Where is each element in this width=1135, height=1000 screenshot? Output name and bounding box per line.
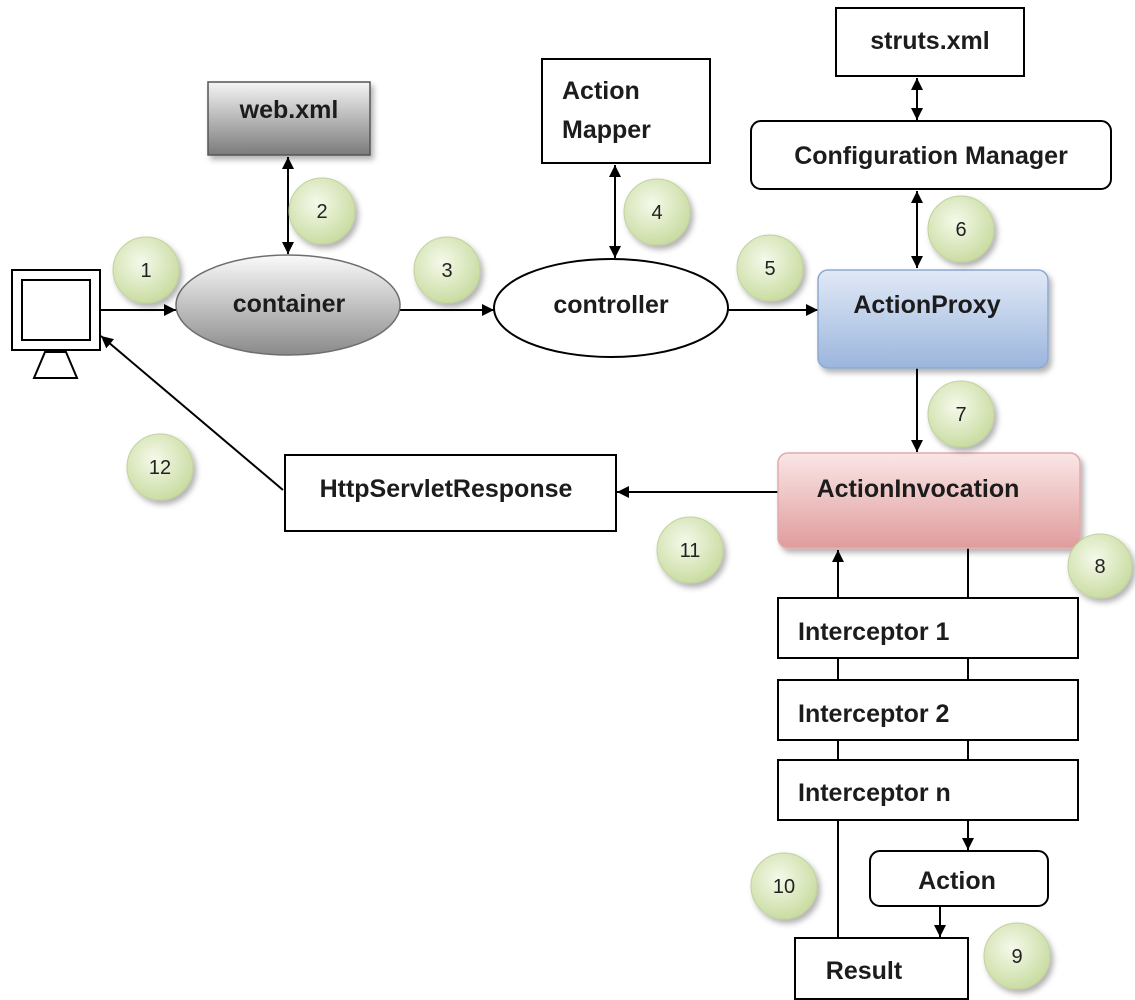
- configuration-manager-label: Configuration Manager: [794, 142, 1068, 170]
- interceptor-1-label: Interceptor 1: [798, 618, 950, 646]
- step-marker-7: 7: [927, 380, 995, 448]
- interceptor-stack: Interceptor 1 Interceptor 2 Interceptor …: [777, 597, 1079, 821]
- step-1-number: 1: [140, 260, 151, 282]
- node-container: container: [175, 254, 401, 356]
- step-7-number: 7: [955, 404, 966, 426]
- node-action-mapper: Action Mapper: [541, 58, 711, 164]
- step-marker-10: 10: [750, 852, 818, 920]
- monitor-stand: [32, 351, 79, 379]
- node-controller: controller: [493, 258, 729, 358]
- interceptor-2-label: Interceptor 2: [798, 700, 949, 728]
- step-markers: 1 2 3 4 5 6 7 8: [112, 177, 1133, 990]
- controller-ellipse: [493, 258, 729, 358]
- node-action-invocation: ActionInvocation: [777, 452, 1081, 549]
- web-xml-label: web.xml: [239, 96, 339, 124]
- step-marker-1: 1: [112, 236, 180, 304]
- configuration-manager-box: [750, 120, 1112, 190]
- http-servlet-response-label: HttpServletResponse: [320, 475, 573, 503]
- interceptor-n-box: [777, 759, 1079, 821]
- step-1-circle: [112, 236, 180, 304]
- computer-monitor-icon: [11, 269, 101, 379]
- action-mapper-box: [541, 58, 711, 164]
- step-4-number: 4: [651, 202, 662, 224]
- action-proxy-box: [817, 269, 1049, 369]
- step-9-circle: [983, 922, 1051, 990]
- node-configuration-manager: Configuration Manager: [750, 120, 1112, 190]
- step-marker-8: 8: [1067, 533, 1133, 599]
- step-10-number: 10: [773, 876, 795, 898]
- step-8-number: 8: [1094, 556, 1105, 578]
- action-proxy-label: ActionProxy: [853, 291, 1000, 319]
- action-mapper-label-line-1: Action: [562, 77, 640, 105]
- step-2-circle: [288, 177, 356, 245]
- node-interceptor-1: Interceptor 1: [777, 597, 1079, 659]
- step-7-circle: [927, 380, 995, 448]
- action-invocation-label: ActionInvocation: [817, 475, 1020, 503]
- result-label: Result: [826, 957, 903, 985]
- interceptor-1-box: [777, 597, 1079, 659]
- step-4-circle: [623, 178, 691, 246]
- interceptor-2-box: [777, 679, 1079, 741]
- web-xml-box: [207, 81, 371, 156]
- step-5-circle: [736, 234, 804, 302]
- node-struts-xml: struts.xml: [835, 7, 1025, 77]
- node-interceptor-n: Interceptor n: [777, 759, 1079, 821]
- step-12-number: 12: [149, 457, 171, 479]
- step-marker-6: 6: [927, 195, 995, 263]
- interceptor-n-label: Interceptor n: [798, 779, 951, 807]
- step-marker-3: 3: [413, 236, 481, 304]
- container-ellipse: [175, 254, 401, 356]
- node-action: Action: [869, 850, 1049, 907]
- step-12-circle: [126, 433, 194, 501]
- step-marker-11: 11: [656, 516, 724, 584]
- step-marker-12: 12: [126, 433, 194, 501]
- action-box: [869, 850, 1049, 907]
- step-6-number: 6: [955, 219, 966, 241]
- action-invocation-box: [777, 452, 1081, 549]
- step-11-number: 11: [680, 540, 701, 562]
- step-3-number: 3: [441, 260, 452, 282]
- step-9-number: 9: [1011, 946, 1022, 968]
- node-interceptor-2: Interceptor 2: [777, 679, 1079, 741]
- node-result: Result: [794, 937, 969, 1000]
- step-8-circle: [1067, 533, 1133, 599]
- step-marker-9: 9: [983, 922, 1051, 990]
- struts-xml-box: [835, 7, 1025, 77]
- action-label: Action: [918, 867, 996, 895]
- container-label: container: [233, 290, 346, 318]
- step-2-number: 2: [316, 201, 327, 223]
- step-marker-5: 5: [736, 234, 804, 302]
- http-servlet-response-box: [284, 454, 617, 532]
- step-5-number: 5: [764, 258, 775, 280]
- step-11-circle: [656, 516, 724, 584]
- controller-label: controller: [553, 291, 669, 319]
- result-box: [794, 937, 969, 1000]
- node-web-xml: web.xml: [207, 81, 371, 156]
- step-3-circle: [413, 236, 481, 304]
- node-http-servlet-response: HttpServletResponse: [284, 454, 617, 532]
- struts-xml-label: struts.xml: [870, 27, 989, 55]
- step-marker-2: 2: [288, 177, 356, 245]
- monitor-screen: [21, 279, 91, 341]
- action-mapper-label-line-2: Mapper: [562, 116, 651, 144]
- step-marker-4: 4: [623, 178, 691, 246]
- step-10-circle: [750, 852, 818, 920]
- arrow-response-to-client: [100, 335, 284, 491]
- step-6-circle: [927, 195, 995, 263]
- node-action-proxy: ActionProxy: [817, 269, 1049, 369]
